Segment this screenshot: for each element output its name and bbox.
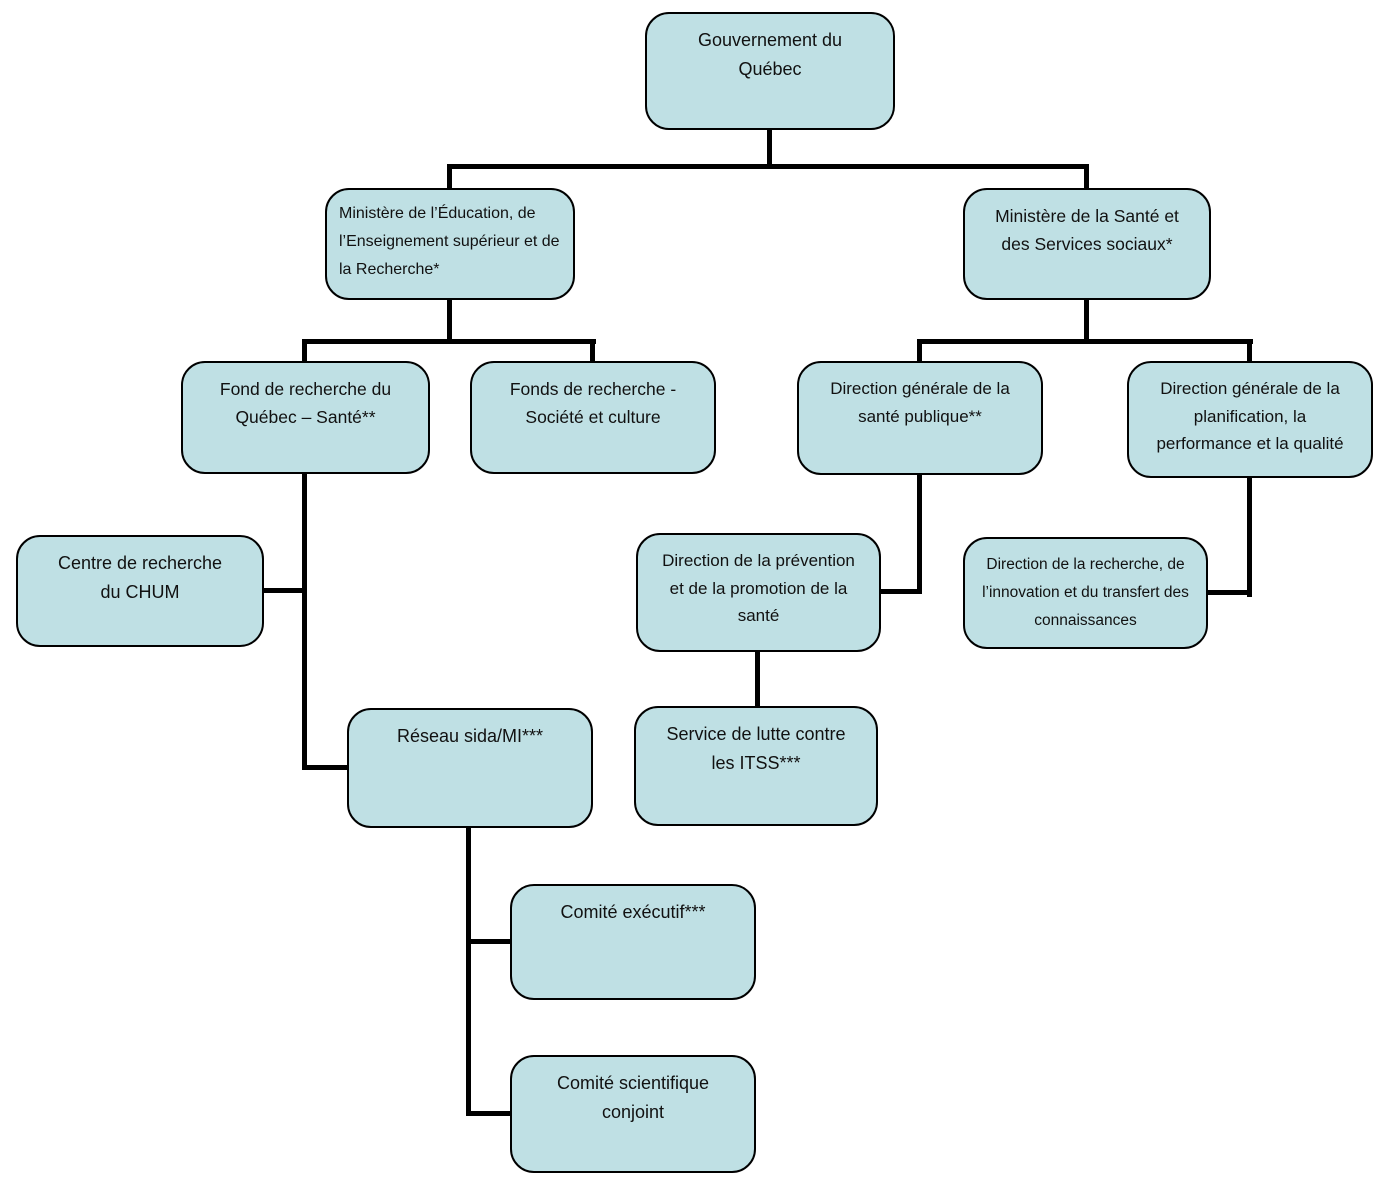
connector-gouvernement-bar bbox=[447, 164, 1089, 169]
connector-recherche-innovation-branch bbox=[1208, 590, 1252, 595]
connector-gouvernement-stem bbox=[767, 128, 772, 168]
node-service-lutte-itss: Service de lutte contre les ITSS*** bbox=[634, 706, 878, 826]
node-comite-executif: Comité exécutif*** bbox=[510, 884, 756, 1000]
connector-education-stem bbox=[447, 299, 452, 344]
connector-sante-bar bbox=[917, 339, 1253, 344]
node-direction-recherche-innovation: Direction de la recherche, de l’innovati… bbox=[963, 537, 1208, 649]
connector-prevention-branch bbox=[880, 589, 922, 594]
node-gouvernement-du-quebec: Gouvernement du Québec bbox=[645, 12, 895, 130]
node-direction-generale-sante-publique: Direction générale de la santé publique*… bbox=[797, 361, 1043, 475]
node-comite-scientifique-conjoint: Comité scientifique conjoint bbox=[510, 1055, 756, 1173]
node-fond-recherche-quebec-sante: Fond de recherche du Québec – Santé** bbox=[181, 361, 430, 474]
connector-drop-dg-sante-publique bbox=[917, 339, 922, 363]
connector-dgppq-stem bbox=[1247, 477, 1252, 597]
connector-drop-ministere-education bbox=[447, 164, 452, 190]
connector-dgsp-stem bbox=[917, 474, 922, 594]
connector-sante-stem bbox=[1084, 299, 1089, 344]
node-direction-prevention-promotion: Direction de la prévention et de la prom… bbox=[636, 533, 881, 652]
connector-prevention-itss bbox=[755, 651, 760, 708]
connector-drop-frq-sante bbox=[302, 339, 307, 363]
node-ministere-sante: Ministère de la Santé et des Services so… bbox=[963, 188, 1211, 300]
node-reseau-sida-mi: Réseau sida/MI*** bbox=[347, 708, 593, 828]
node-centre-recherche-chum: Centre de recherche du CHUM bbox=[16, 535, 264, 647]
connector-chum-branch bbox=[263, 588, 307, 593]
connector-comite-executif-branch bbox=[466, 939, 512, 944]
node-ministere-education: Ministère de l’Éducation, de l’Enseignem… bbox=[325, 188, 575, 300]
connector-reseau-branch bbox=[302, 765, 348, 770]
connector-education-bar bbox=[302, 339, 596, 344]
connector-drop-ministere-sante bbox=[1084, 164, 1089, 190]
connector-comite-scientifique-branch bbox=[466, 1111, 512, 1116]
connector-frq-sante-trunk bbox=[302, 473, 307, 770]
node-fonds-recherche-societe-culture: Fonds de recherche - Société et culture bbox=[470, 361, 716, 474]
connector-drop-frq-societe bbox=[590, 339, 595, 363]
connector-reseau-trunk bbox=[466, 827, 471, 1116]
node-direction-generale-planification: Direction générale de la planification, … bbox=[1127, 361, 1373, 478]
connector-drop-dg-planification bbox=[1247, 339, 1252, 363]
